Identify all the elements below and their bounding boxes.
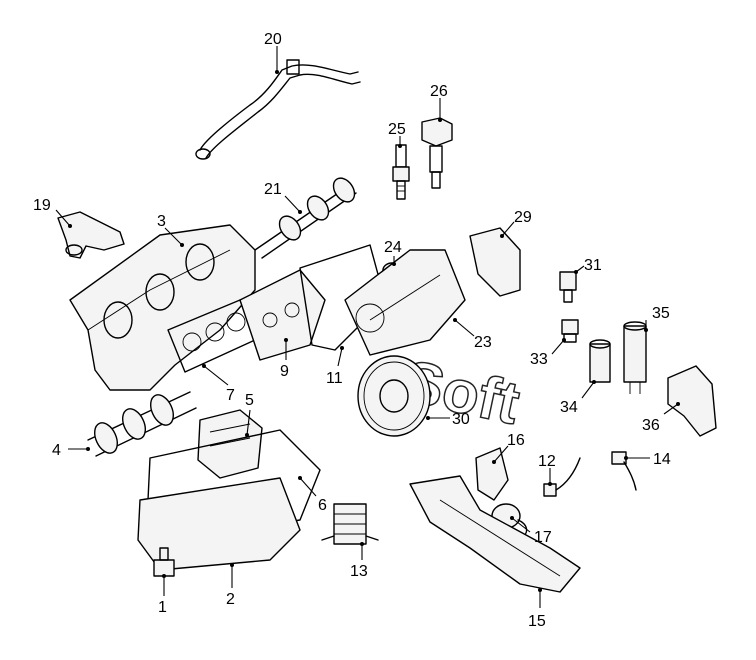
part-31-sensor[interactable]	[559, 271, 577, 303]
part-25-spark-plug[interactable]	[392, 144, 410, 200]
callout-15: 15	[528, 588, 546, 630]
part-12-sensor-cable[interactable]	[543, 457, 581, 497]
callout-1: 1	[158, 574, 167, 616]
part-34-oil-filter[interactable]	[589, 339, 611, 383]
callout-label-17: 17	[534, 529, 552, 546]
callout-36: 36	[642, 402, 680, 434]
callout-11: 11	[326, 346, 344, 387]
callout-label-13: 13	[350, 563, 368, 580]
callout-label-35: 35	[652, 305, 670, 322]
part-20-coolant-hose[interactable]	[195, 59, 361, 160]
part-4-crankshaft[interactable]	[87, 391, 197, 457]
callout-label-29: 29	[514, 209, 532, 226]
part-13-oil-cooler[interactable]	[321, 503, 379, 545]
part-29-cover-plate[interactable]	[469, 227, 521, 297]
callout-23: 23	[453, 318, 492, 351]
callout-label-12: 12	[538, 453, 556, 470]
callout-12: 12	[538, 453, 556, 486]
callout-label-3: 3	[157, 213, 166, 230]
callout-label-6: 6	[318, 497, 327, 514]
callout-13: 13	[350, 542, 368, 580]
callout-label-21: 21	[264, 181, 282, 198]
callout-20: 20	[264, 31, 282, 74]
callout-26: 26	[430, 83, 448, 122]
callout-19: 19	[33, 197, 72, 228]
part-36-pump-housing[interactable]	[667, 365, 717, 437]
callout-label-23: 23	[474, 334, 492, 351]
callout-24: 24	[384, 239, 402, 266]
callout-7: 7	[202, 364, 235, 404]
callout-label-20: 20	[264, 31, 282, 48]
callout-16: 16	[492, 432, 525, 464]
part-3-engine-block[interactable]	[69, 224, 256, 391]
callout-label-19: 19	[33, 197, 51, 214]
callout-label-5: 5	[245, 392, 254, 409]
callout-25: 25	[388, 121, 406, 148]
callout-label-25: 25	[388, 121, 406, 138]
part-21-camshaft[interactable]	[254, 174, 359, 259]
callout-label-1: 1	[158, 599, 167, 616]
callout-label-34: 34	[560, 399, 578, 416]
callout-35: 35	[644, 305, 670, 332]
part-15-crossmember[interactable]	[409, 475, 581, 593]
callout-label-33: 33	[530, 351, 548, 368]
part-16-mount-bracket[interactable]	[475, 447, 509, 501]
callout-31: 31	[574, 257, 602, 274]
callout-6: 6	[298, 476, 327, 514]
callout-label-26: 26	[430, 83, 448, 100]
part-19-thermostat-housing[interactable]	[57, 211, 125, 259]
part-30-flywheel[interactable]	[357, 355, 431, 437]
callout-5: 5	[245, 392, 254, 437]
callout-label-14: 14	[653, 451, 671, 468]
callout-33: 33	[530, 338, 566, 368]
callout-9: 9	[280, 338, 289, 380]
part-26-ignition-coil[interactable]	[421, 117, 453, 189]
part-2-lower-oil-pan[interactable]	[137, 477, 301, 571]
callout-label-4: 4	[52, 442, 61, 459]
part-14-sensor-cable[interactable]	[611, 451, 637, 491]
part-35-filter[interactable]	[623, 321, 647, 394]
callout-label-7: 7	[226, 387, 235, 404]
callout-4: 4	[52, 442, 90, 459]
callout-21: 21	[264, 181, 302, 214]
callout-2: 2	[226, 563, 235, 608]
part-23-valve-cover[interactable]	[344, 249, 466, 356]
callout-34: 34	[560, 380, 596, 416]
callout-label-16: 16	[507, 432, 525, 449]
callout-label-30: 30	[452, 411, 470, 428]
callout-17: 17	[510, 516, 552, 546]
callout-30: 30	[426, 411, 470, 428]
part-5-oil-pump[interactable]	[197, 409, 263, 479]
callout-29: 29	[500, 209, 532, 238]
callout-3: 3	[157, 213, 184, 247]
callout-14: 14	[624, 451, 671, 468]
callout-label-24: 24	[384, 239, 402, 256]
callout-label-36: 36	[642, 417, 660, 434]
callout-label-2: 2	[226, 591, 235, 608]
callout-label-11: 11	[326, 370, 343, 387]
callout-label-31: 31	[584, 257, 602, 274]
callout-label-9: 9	[280, 363, 289, 380]
callout-label-15: 15	[528, 613, 546, 630]
